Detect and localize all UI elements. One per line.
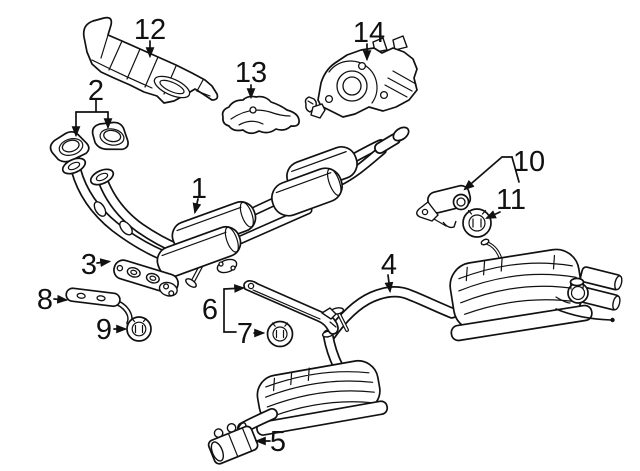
callout-2[interactable]: 2 <box>71 75 113 138</box>
part-1-front-pipe-catalytic-converters <box>61 126 410 288</box>
part-13-heat-shield <box>221 95 317 135</box>
callout-1[interactable]: 1 <box>191 173 207 215</box>
callout-13[interactable]: 13 <box>235 57 267 100</box>
callout-4-label[interactable]: 4 <box>381 249 397 281</box>
callout-9[interactable]: 9 <box>96 314 128 346</box>
callout-5-label[interactable]: 5 <box>270 426 286 458</box>
part-6-support-strap <box>243 279 339 335</box>
callout-5[interactable]: 5 <box>254 426 286 458</box>
callout-8[interactable]: 8 <box>37 284 69 316</box>
callout-7[interactable]: 7 <box>237 318 266 350</box>
callout-1-label[interactable]: 1 <box>191 173 207 205</box>
part-3-support-bracket <box>113 259 179 297</box>
callout-7-label[interactable]: 7 <box>237 318 253 350</box>
part-5-exhaust-clamp <box>207 423 259 465</box>
callout-12-label[interactable]: 12 <box>134 14 166 46</box>
part-4-muffler-pipe <box>323 286 458 343</box>
catalytic-converter-front <box>156 225 242 278</box>
callout-14-label[interactable]: 14 <box>353 17 385 49</box>
callout-4[interactable]: 4 <box>381 249 397 294</box>
part-2-gaskets <box>49 121 129 163</box>
callout-11[interactable]: 11 <box>485 184 526 219</box>
resonator-front <box>271 167 343 217</box>
part-8-hanger-bracket <box>65 287 133 326</box>
part-12-heat-shield <box>82 16 219 104</box>
exhaust-valve-actuator <box>555 277 615 323</box>
part-10-mount-bracket <box>416 184 472 229</box>
callout-6[interactable]: 6 <box>202 284 246 333</box>
callout-3[interactable]: 3 <box>81 249 112 281</box>
part-14-heat-shield <box>310 35 418 119</box>
callout-10[interactable]: 10 <box>463 146 545 191</box>
callout-10-label[interactable]: 10 <box>513 146 545 178</box>
callout-13-label[interactable]: 13 <box>235 57 267 89</box>
callout-6-label[interactable]: 6 <box>202 294 218 326</box>
callout-8-label[interactable]: 8 <box>37 284 53 316</box>
callout-3-label[interactable]: 3 <box>81 249 97 281</box>
part-7-rubber-mount <box>266 320 294 348</box>
callout-9-label[interactable]: 9 <box>96 314 112 346</box>
callout-11-label[interactable]: 11 <box>496 184 526 216</box>
callout-14[interactable]: 14 <box>353 17 385 62</box>
rear-muffler <box>449 238 623 342</box>
callout-12[interactable]: 12 <box>134 14 166 59</box>
part-9-rubber-mount <box>126 316 152 342</box>
center-muffler <box>237 329 389 436</box>
part-11-rubber-mount <box>462 208 492 238</box>
tailpipes <box>577 266 623 311</box>
callout-2-label[interactable]: 2 <box>88 75 104 107</box>
